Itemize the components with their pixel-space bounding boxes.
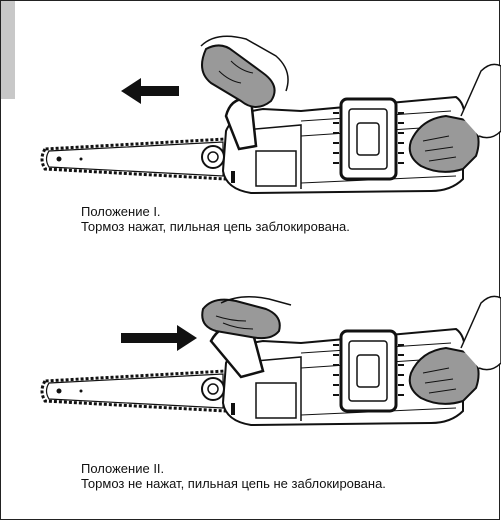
figure-position-1: Положение I. Тормоз нажат, пильная цепь … [1,1,501,251]
chainsaw-brake-released-illustration [1,271,501,471]
figure-1-caption: Положение I. Тормоз нажат, пильная цепь … [81,204,350,234]
left-gloved-hand [202,297,291,338]
guide-bar [42,371,226,411]
arrow-right-icon [121,325,197,351]
left-gloved-hand [201,36,288,107]
figure-2-title: Положение II. [81,461,386,476]
chainsaw-brake-engaged-illustration [1,1,501,206]
figure-1-title: Положение I. [81,204,350,219]
figure-1-description: Тормоз нажат, пильная цепь заблокирована… [81,219,350,234]
guide-bar [42,139,226,179]
figure-position-2: Положение II. Тормоз не нажат, пильная ц… [1,271,501,521]
figure-2-description: Тормоз не нажат, пильная цепь не заблоки… [81,476,386,491]
arrow-left-icon [121,78,179,104]
figure-2-caption: Положение II. Тормоз не нажат, пильная ц… [81,461,386,491]
